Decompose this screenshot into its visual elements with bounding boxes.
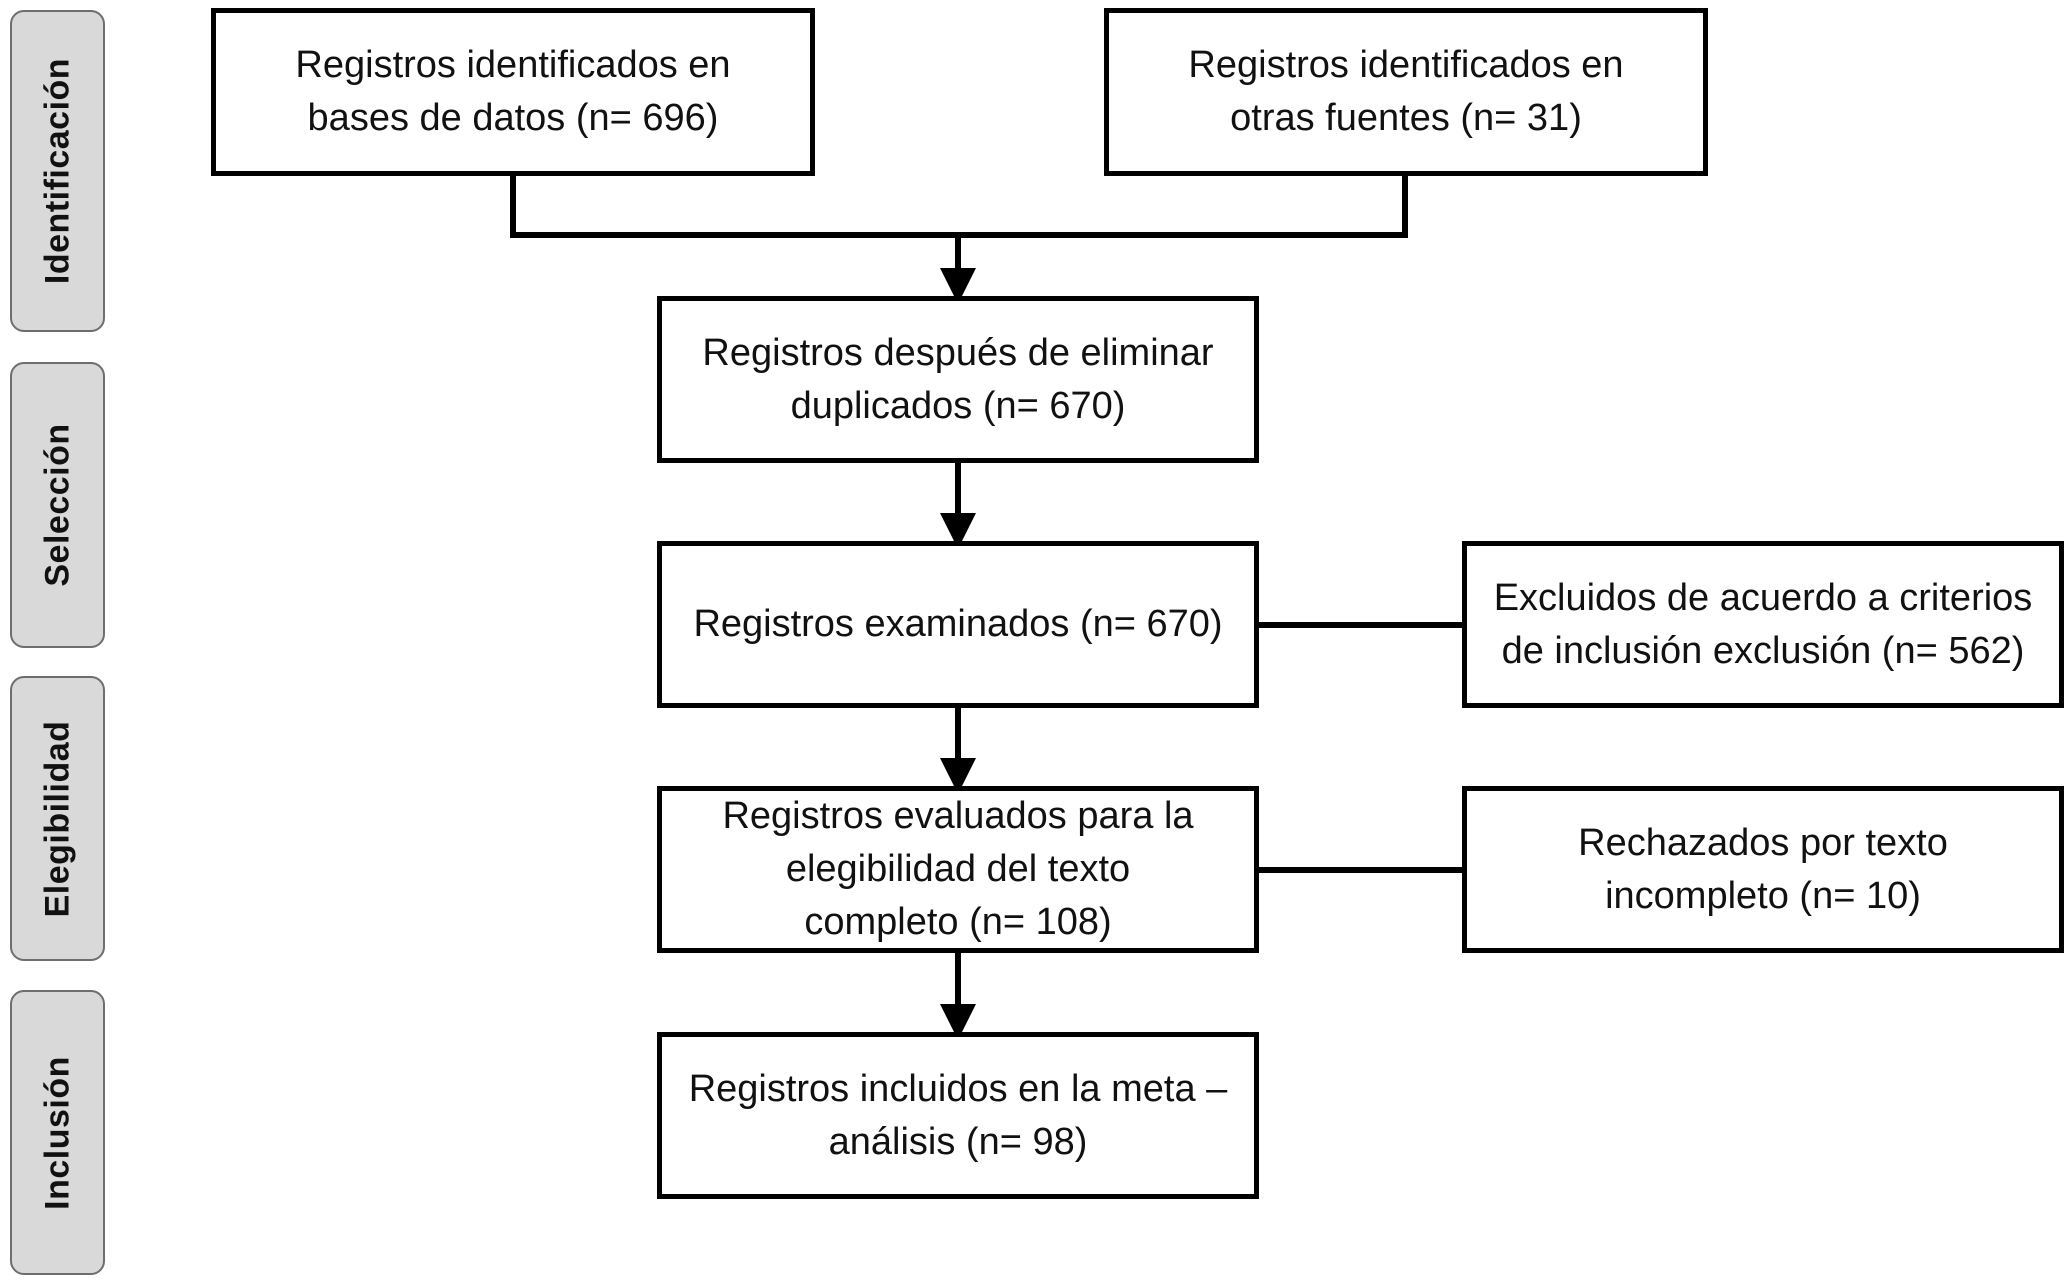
box-rejected-text: Rechazados por texto incompleto (n= 10) bbox=[1578, 821, 1948, 917]
box-databases: Registros identificados en bases de dato… bbox=[211, 8, 815, 176]
box-rejected: Rechazados por texto incompleto (n= 10) bbox=[1462, 786, 2064, 953]
box-after-duplicates: Registros después de eliminar duplicados… bbox=[657, 296, 1259, 463]
phase-seleccion: Selección bbox=[10, 362, 105, 648]
box-other-sources-text: Registros identificados en otras fuentes… bbox=[1188, 44, 1624, 139]
phase-inclusion: Inclusión bbox=[10, 990, 105, 1275]
box-included-text: Registros incluidos en la meta – análisi… bbox=[688, 1067, 1228, 1163]
box-included: Registros incluidos en la meta – análisi… bbox=[657, 1032, 1259, 1199]
box-screened-text: Registros examinados (n= 670) bbox=[693, 603, 1223, 645]
box-after-duplicates-text: Registros después de eliminar duplicados… bbox=[702, 331, 1214, 427]
box-other-sources: Registros identificados en otras fuentes… bbox=[1104, 8, 1708, 176]
box-excluded-text: Excluidos de acuerdo a criterios de incl… bbox=[1493, 576, 2033, 672]
box-excluded: Excluidos de acuerdo a criterios de incl… bbox=[1462, 541, 2064, 708]
box-databases-text: Registros identificados en bases de dato… bbox=[295, 44, 731, 139]
box-eligibility: Registros evaluados para la elegibilidad… bbox=[657, 786, 1259, 953]
phase-identificacion: Identificación bbox=[10, 10, 105, 332]
merge-connector bbox=[510, 174, 1408, 238]
box-screened: Registros examinados (n= 670) bbox=[657, 541, 1259, 708]
phase-elegibilidad: Elegibilidad bbox=[10, 676, 105, 961]
box-eligibility-text: Registros evaluados para la elegibilidad… bbox=[722, 795, 1194, 943]
